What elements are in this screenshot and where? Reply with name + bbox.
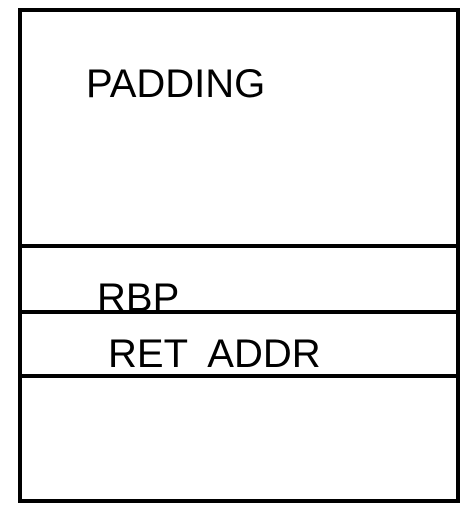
divider-ret-addr-empty [18, 374, 460, 378]
padding-label: PADDING [86, 62, 266, 106]
divider-padding-rbp [18, 244, 460, 248]
ret-addr-label: RET ADDR [108, 332, 321, 376]
divider-rbp-ret-addr [18, 310, 460, 314]
stack-diagram [18, 8, 460, 503]
rbp-label: RBP [97, 276, 180, 320]
